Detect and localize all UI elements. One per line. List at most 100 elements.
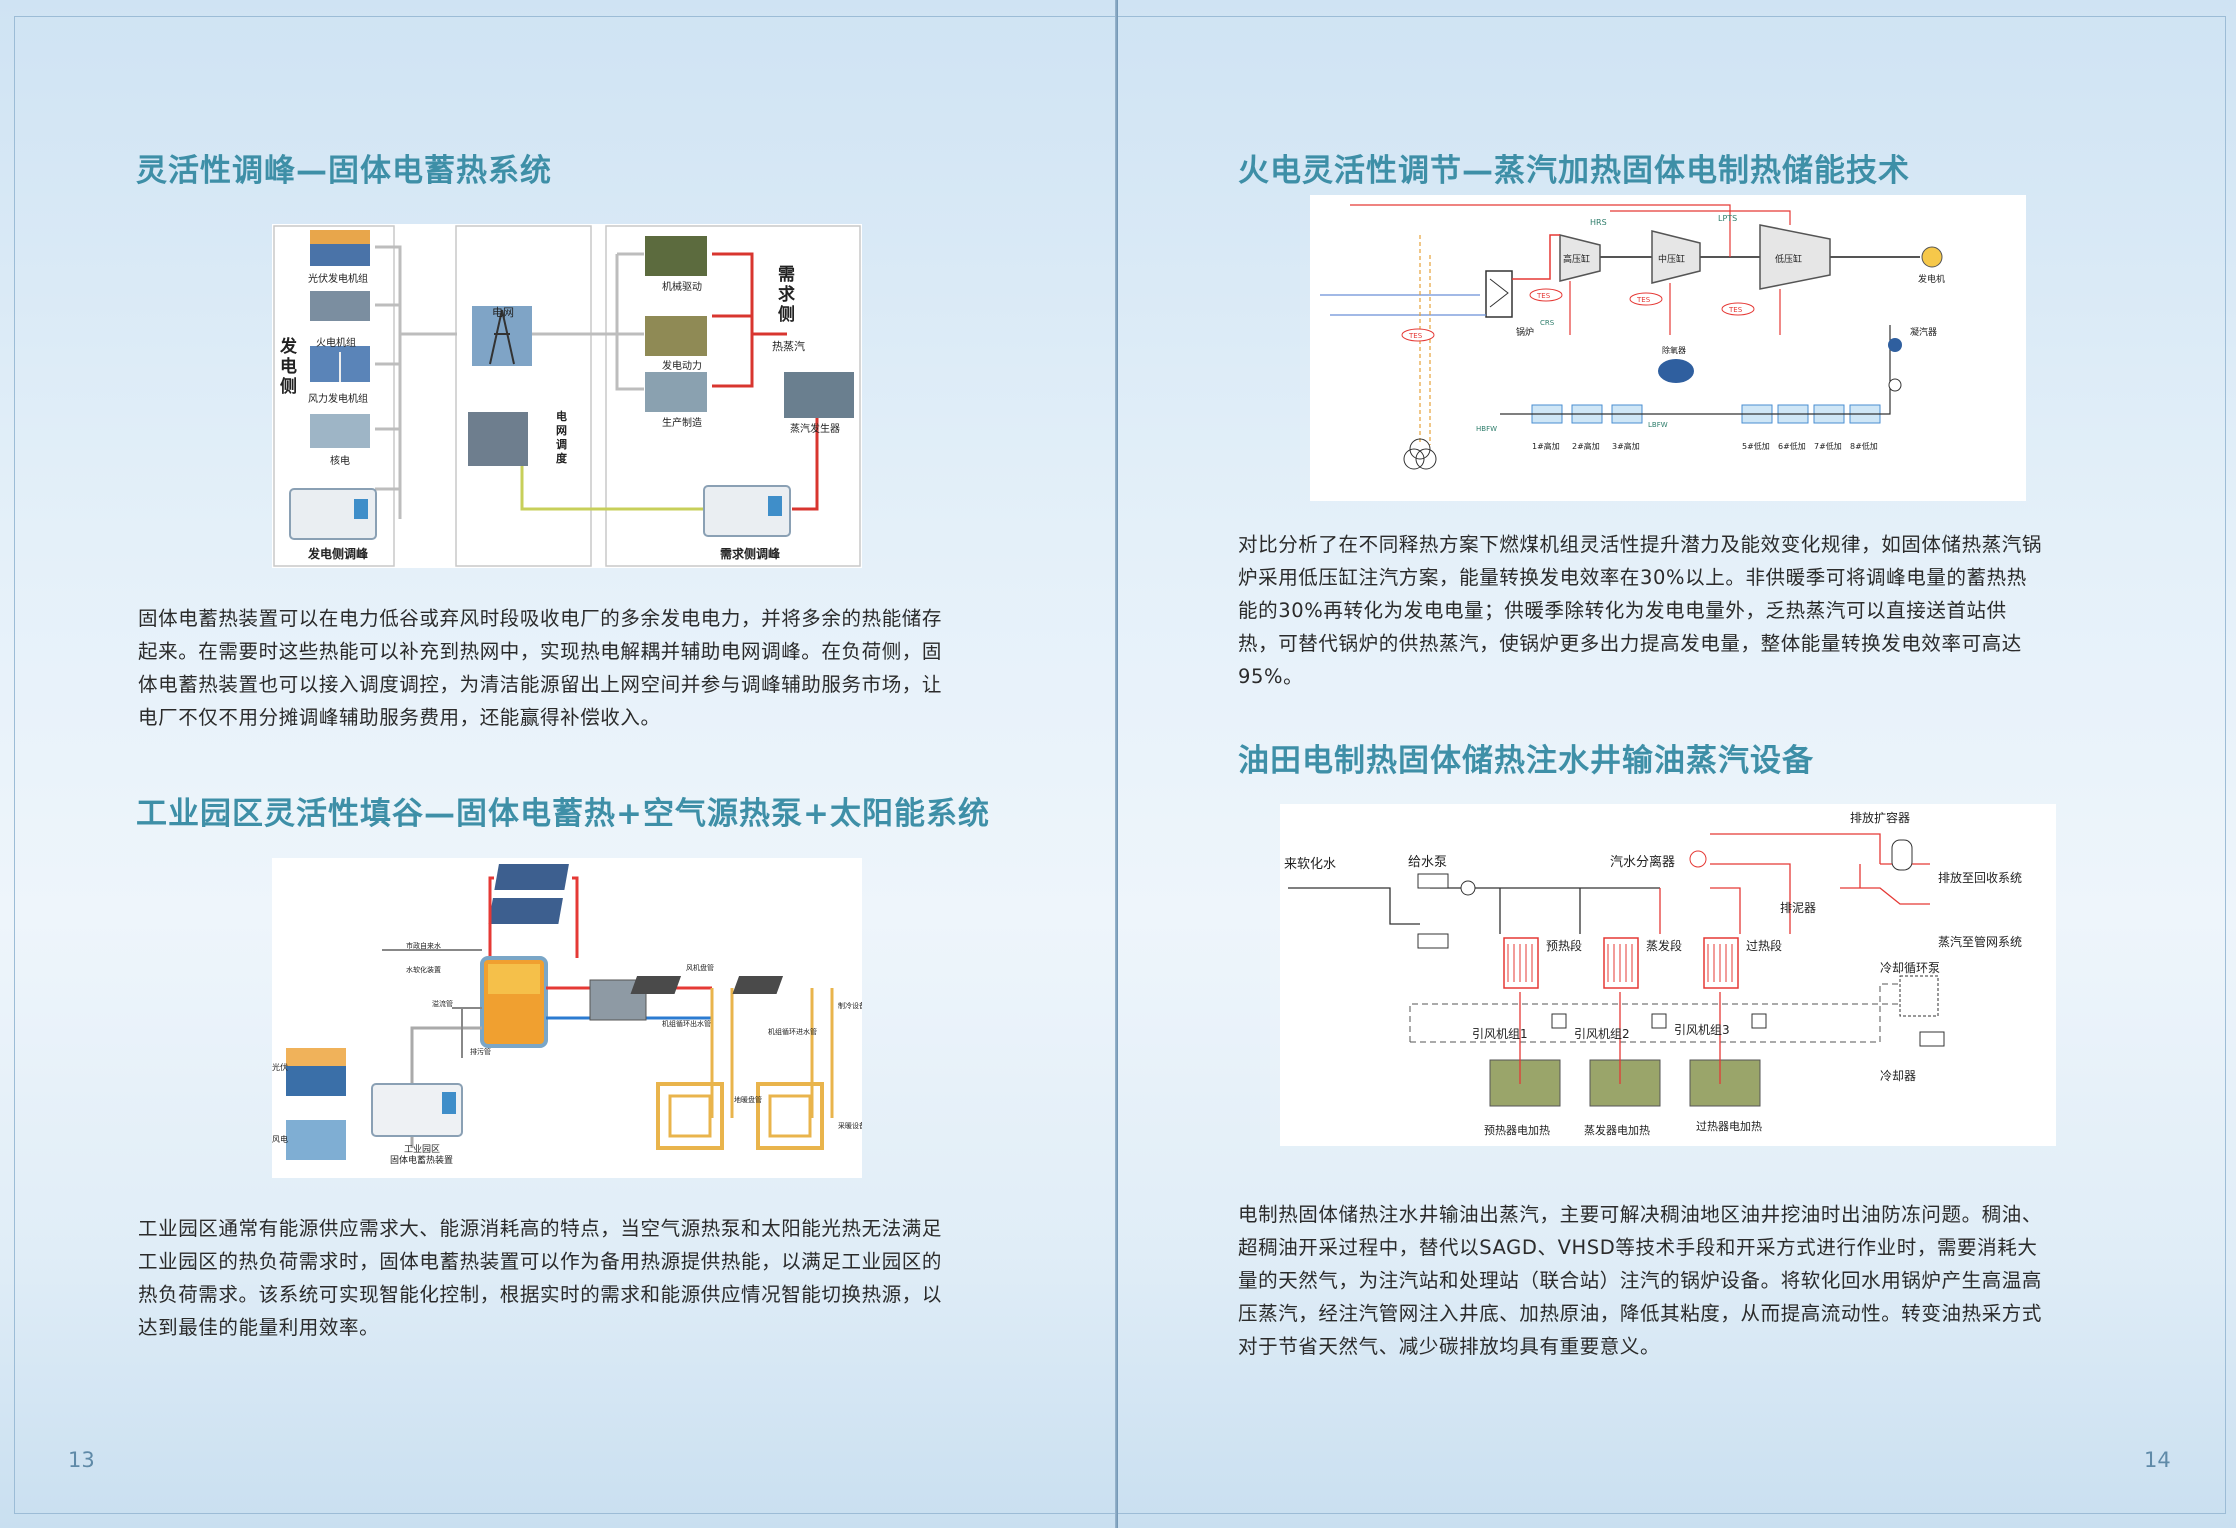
cold-equipment-label: 制冷设备 <box>838 1001 862 1010</box>
dispatch-char: 电 <box>556 409 567 423</box>
electric-heater-label: 过热器电加热 <box>1696 1120 1762 1133</box>
flash-tank-label: 排放扩容器 <box>1850 810 1910 825</box>
thermal-power-schematic: 高压缸 中压缸 低压缸 发电机 凝汽器 锅炉 除氧器 TES TES TES T… <box>1310 195 2026 501</box>
boiler-label: 锅炉 <box>1516 326 1534 338</box>
supply-side-char: 侧 <box>280 376 297 397</box>
cooling-pump-label: 冷却循环泵 <box>1880 961 1940 975</box>
demand-item-label: 发电动力 <box>662 359 702 372</box>
heater-label: 5#低加 <box>1742 441 1770 451</box>
paragraph-line: 对比分析了在不同释热方案下燃煤机组灵活性提升潜力及能效变化规律，如固体储热蒸汽锅 <box>1238 533 2043 556</box>
evaporate-label: 蒸发段 <box>1646 938 1682 953</box>
storage-label-line: 工业园区 <box>404 1144 440 1155</box>
water-source-label: 市政自来水 <box>406 941 441 950</box>
paragraph-line: 压蒸汽，经注汽管网注入井底、加热原油，降低其粘度，从而提高流动性。转变油热采方式 <box>1238 1302 2043 1325</box>
paragraph-line: 热负荷需求。该系统可实现智能化控制，根据实时的需求和能源供应情况智能切换热源，以 <box>138 1283 943 1306</box>
heat-equipment-label: 采暖设备 <box>838 1121 862 1130</box>
paragraph-line: 超稠油开采过程中，替代以SAGD、VHSD等技术手段和开采方式进行作业时，需要消… <box>1238 1236 2038 1259</box>
paragraph-line: 量的天然气，为注汽站和处理站（联合站）注汽的锅炉设备。将软化回水用锅炉产生高温高 <box>1238 1269 2043 1292</box>
section-title-thermal-power: 火电灵活性调节—蒸汽加热固体电制热储能技术 <box>1238 153 1910 189</box>
demand-side-char: 侧 <box>778 304 795 325</box>
to-recovery-label: 排放至回收系统 <box>1938 870 2022 885</box>
mud-remover-label: 排泥器 <box>1780 901 1816 915</box>
paragraph-line: 能的30%再转化为发电电量；供暖季除转化为发电电量外，乏热蒸汽可以直接送首站供 <box>1238 599 2007 622</box>
demand-item-label: 机械驱动 <box>662 280 702 293</box>
gen-item-label: 火电机组 <box>316 336 356 349</box>
gen-item-label: 风力发电机组 <box>308 392 368 405</box>
hrs-label: HRS <box>1590 218 1607 227</box>
supply-pipe-label: 机组循环出水管 <box>662 1019 711 1028</box>
drain-label: 排污管 <box>470 1047 491 1056</box>
paragraph-line: 对于节省天然气、减少碳排放均具有重要意义。 <box>1238 1335 1661 1358</box>
demand-side-char: 求 <box>778 284 795 305</box>
tes-label: TES <box>1408 332 1423 340</box>
paragraph-line: 工业园区的热负荷需求时，固体电蓄热装置可以作为备用热源提供热能，以满足工业园区的 <box>138 1250 943 1273</box>
dispatch-char: 度 <box>556 451 568 465</box>
heater-label: 6#低加 <box>1778 441 1806 451</box>
softener-label: 水软化装置 <box>406 965 441 974</box>
oilfield-steam-diagram: 来软化水 给水泵 汽水分离器 排放扩容器 排放至回收系统 排泥器 蒸汽至管网系统… <box>1280 804 2056 1146</box>
grid-label: 电网 <box>492 306 514 319</box>
fan-coil-label: 风机盘管 <box>686 963 714 972</box>
page-number: 14 <box>2144 1448 2171 1472</box>
feed-pump-label: 给水泵 <box>1408 855 1447 870</box>
steam-label: 热蒸汽 <box>772 339 805 353</box>
heater-label: 8#低加 <box>1850 441 1878 451</box>
electric-heater-label: 蒸发器电加热 <box>1584 1123 1650 1137</box>
tes-label: TES <box>1728 306 1743 314</box>
section-title-industrial-park: 工业园区灵活性填谷—固体电蓄热+空气源热泵+太阳能系统 <box>136 796 990 832</box>
paragraph-oilfield: 电制热固体储热注水井输油出蒸汽，主要可解决稠油地区油井挖油时出油防冻问题。稠油、… <box>1238 1198 2158 1363</box>
supply-side-char: 电 <box>280 356 297 377</box>
section-title-peak-shaving: 灵活性调峰—固体电蓄热系统 <box>136 153 552 189</box>
gen-item-label: 核电 <box>330 454 350 467</box>
paragraph-line: 电制热固体储热注水井输油出蒸汽，主要可解决稠油地区油井挖油时出油防冻问题。稠油、 <box>1238 1203 2043 1226</box>
lpts-label: LPTS <box>1718 214 1737 223</box>
industrial-park-diagram: 光伏 风电 工业园区 固体电蓄热装置 市政自来水 水软化装置 溢流管 排污管 风… <box>272 858 862 1178</box>
ip-label: 中压缸 <box>1658 253 1685 265</box>
supply-side-char: 发 <box>279 336 298 357</box>
storage-label-line: 固体电蓄热装置 <box>390 1154 453 1166</box>
overflow-label: 溢流管 <box>432 999 453 1008</box>
paragraph-line: 电厂不仅不用分摊调峰辅助服务费用，还能赢得补偿收入。 <box>138 706 661 729</box>
heater-label: 2#高加 <box>1572 441 1600 451</box>
paragraph-line: 工业园区通常有能源供应需求大、能源消耗高的特点，当空气源热泵和太阳能光热无法满足 <box>138 1217 943 1240</box>
paragraph-line: 炉采用低压缸注汽方案，能量转换发电效率在30%以上。非供暖季可将调峰电量的蓄热热 <box>1238 566 2027 589</box>
generator-label: 发电机 <box>1918 273 1945 285</box>
paragraph-line: 体电蓄热装置也可以接入调度调控，为清洁能源留出上网空间并参与调峰辅助服务市场，让 <box>138 673 943 696</box>
page-number: 13 <box>68 1448 95 1472</box>
to-pipeline-label: 蒸汽至管网系统 <box>1938 934 2022 949</box>
paragraph-line: 热，可替代锅炉的供热蒸汽，使锅炉更多出力提高发电量，整体能量转换发电效率可高达 <box>1238 632 2022 655</box>
wind-label: 风电 <box>272 1134 288 1144</box>
cooler-label: 冷却器 <box>1880 1069 1916 1083</box>
fan-label: 引风机组2 <box>1574 1027 1630 1041</box>
tes-label: TES <box>1636 296 1651 304</box>
demand-item-label: 生产制造 <box>662 416 702 429</box>
paragraph-peak-shaving: 固体电蓄热装置可以在电力低谷或弃风时段吸收电厂的多余发电电力，并将多余的热能储存… <box>138 602 1038 734</box>
hp-label: 高压缸 <box>1563 253 1590 265</box>
gen-item-label: 光伏发电机组 <box>308 272 368 285</box>
lp-label: 低压缸 <box>1775 253 1802 265</box>
paragraph-thermal-power: 对比分析了在不同释热方案下燃煤机组灵活性提升潜力及能效变化规律，如固体储热蒸汽锅… <box>1238 528 2158 693</box>
floor-heat-label: 地暖盘管 <box>734 1095 762 1104</box>
dispatch-char: 调 <box>556 437 567 451</box>
dispatch-char: 网 <box>556 424 567 437</box>
paragraph-line: 固体电蓄热装置可以在电力低谷或弃风时段吸收电厂的多余发电电力，并将多余的热能储存 <box>138 607 943 630</box>
supply-storage-label: 发电侧调峰 <box>307 546 369 561</box>
storage-label: 工业园区 固体电蓄热装置 <box>390 1144 453 1166</box>
solar-label: 光伏 <box>272 1062 288 1072</box>
heater-label: 3#高加 <box>1612 441 1640 451</box>
paragraph-line: 起来。在需要时这些热能可以补充到热网中，实现热电解耦并辅助电网调峰。在负荷侧，固 <box>138 640 943 663</box>
crs-label: CRS <box>1540 319 1555 327</box>
peak-shaving-diagram: 光伏发电机组 火电机组 风力发电机组 核电 发 电 侧 发电侧调峰 电网 电 网… <box>272 224 862 568</box>
demand-side-char: 需 <box>778 265 795 285</box>
section-title-oilfield: 油田电制热固体储热注水井输油蒸汽设备 <box>1238 743 1814 779</box>
return-pipe-label: 机组循环进水管 <box>768 1027 817 1036</box>
dispatch-label: 电 网 调 度 <box>556 409 571 465</box>
supply-side-label: 发 电 侧 <box>279 336 303 397</box>
demand-storage-label: 需求侧调峰 <box>720 546 781 561</box>
steam-generator-label: 蒸汽发生器 <box>790 422 840 435</box>
hbfw-label: HBFW <box>1476 425 1497 433</box>
deaerator-label: 除氧器 <box>1662 345 1686 355</box>
tes-label: TES <box>1536 292 1551 300</box>
left-page: 灵活性调峰—固体电蓄热系统 <box>0 0 1118 1528</box>
